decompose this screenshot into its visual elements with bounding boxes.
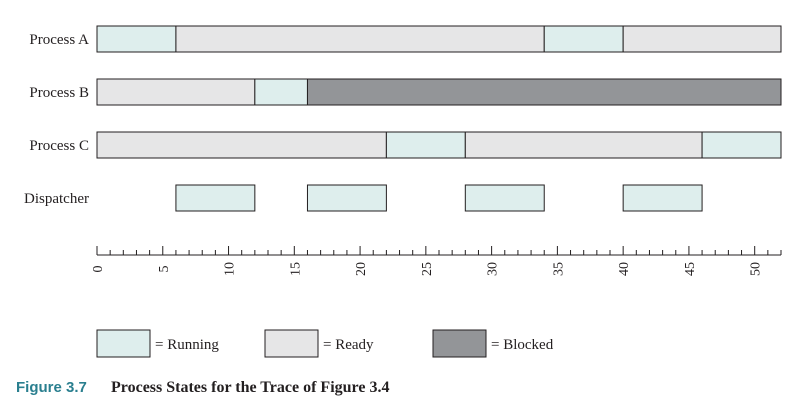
segment-running: [701, 131, 782, 159]
tick-label: 20: [354, 262, 369, 276]
segment-running: [254, 78, 308, 106]
tick-label: 5: [157, 266, 172, 273]
segment-running: [464, 184, 545, 212]
row-label: Process C: [29, 138, 89, 154]
segment-ready: [96, 131, 387, 159]
row-label: Process A: [29, 32, 89, 48]
x-axis: 0 5 10 15 20 25 30 35 40 45 50: [91, 246, 782, 276]
legend-label-ready: = Ready: [323, 337, 374, 353]
segment-ready: [175, 25, 545, 53]
tick-label: 30: [486, 262, 501, 276]
segment-running: [175, 184, 256, 212]
legend-label-blocked: = Blocked: [491, 337, 554, 353]
legend: = Running = Ready = Blocked: [96, 329, 554, 358]
tick-label: 35: [551, 262, 566, 276]
tick-label: 15: [288, 262, 303, 276]
tick-label: 0: [91, 266, 106, 273]
segment-ready: [96, 78, 256, 106]
segment-ready: [464, 131, 703, 159]
segment-running: [543, 25, 624, 53]
chart-rows: Process A Process B Process C Dispatcher: [24, 25, 782, 212]
segment-running: [385, 131, 466, 159]
tick-label: 10: [223, 262, 238, 276]
segment-running: [96, 25, 177, 53]
caption-number: Figure 3.7: [16, 379, 87, 396]
caption-title: Process States for the Trace of Figure 3…: [111, 379, 389, 396]
tick-label: 45: [683, 262, 698, 276]
tick-label: 25: [420, 262, 435, 276]
row-label: Dispatcher: [24, 191, 89, 207]
figure-caption: Figure 3.7 Process States for the Trace …: [16, 379, 389, 396]
segment-running: [306, 184, 387, 212]
legend-label-running: = Running: [155, 337, 219, 353]
segment-blocked: [306, 78, 782, 106]
segment-ready: [622, 25, 782, 53]
legend-swatch-ready: [264, 329, 319, 358]
legend-swatch-running: [96, 329, 151, 358]
tick-label: 50: [749, 262, 764, 276]
legend-swatch-blocked: [432, 329, 487, 358]
segment-running: [622, 184, 703, 212]
row-label: Process B: [29, 85, 89, 101]
tick-label: 40: [617, 262, 632, 276]
